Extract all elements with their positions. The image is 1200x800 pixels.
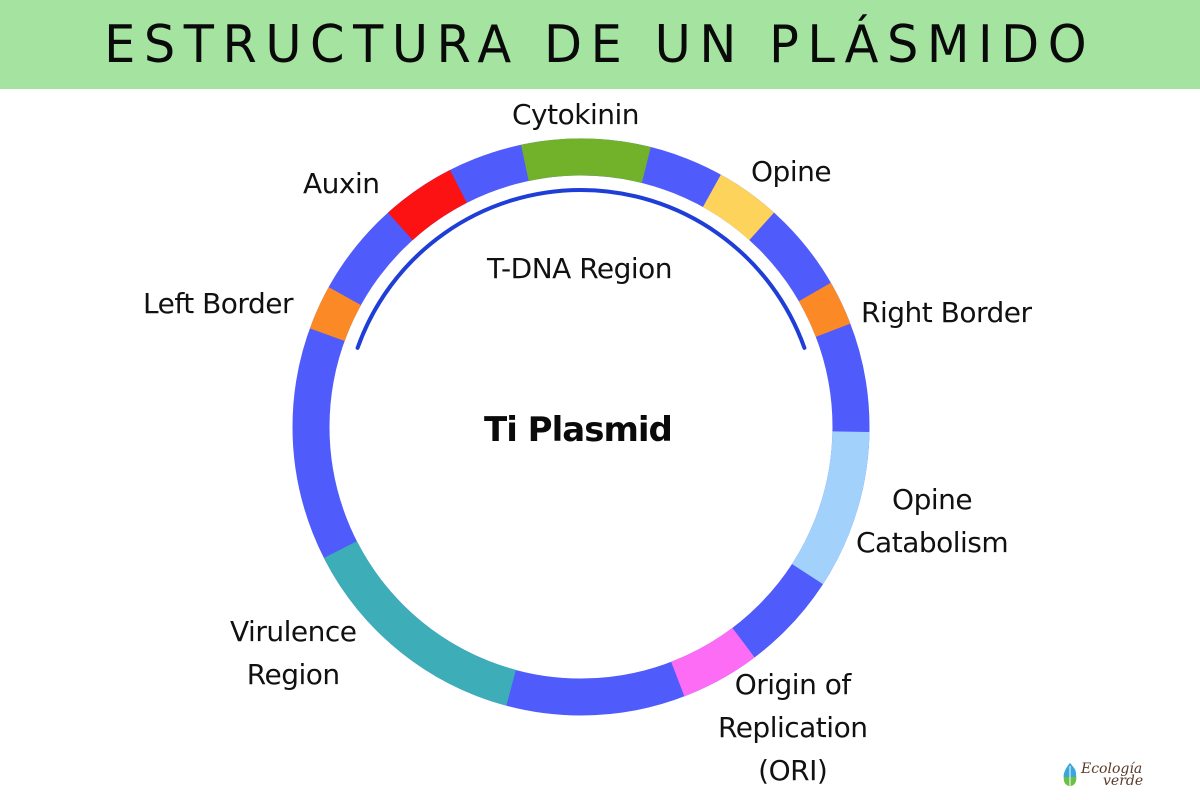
label-ori-line3: (ORI) [758, 754, 828, 787]
label-opine-catabolism-line2: Catabolism [856, 526, 1009, 559]
segment-opine [702, 174, 775, 241]
label-right-border: Right Border [861, 296, 1032, 329]
segment-virulence-region [323, 540, 517, 706]
label-virulence-line2: Region [246, 658, 340, 691]
label-origin-of-replication: Origin of Replication (ORI) [718, 663, 868, 792]
label-opine: Opine [751, 155, 832, 188]
logo-line1: Ecología [1081, 761, 1143, 777]
page-title: ESTRUCTURA DE UN PLÁSMIDO [104, 14, 1096, 75]
label-ori-line1: Origin of [734, 668, 852, 701]
label-ori-line2: Replication [718, 711, 868, 744]
label-opine-catabolism: Opine Catabolism [856, 478, 1009, 564]
ecologia-verde-logo: Ecología verde [1062, 762, 1143, 788]
segment-auxin [387, 169, 468, 241]
leaf-icon [1063, 763, 1077, 788]
label-auxin: Auxin [303, 167, 380, 200]
label-virulence-region: Virulence Region [230, 610, 357, 696]
label-opine-catabolism-line1: Opine [892, 483, 973, 516]
label-tdna-region: T-DNA Region [487, 252, 673, 285]
segment-origin-of-replication [670, 627, 755, 697]
segment-cytokinin [521, 138, 651, 184]
label-left-border: Left Border [143, 287, 293, 320]
label-virulence-line1: Virulence [230, 615, 357, 648]
center-label: Ti Plasmid [484, 410, 673, 450]
title-banner: ESTRUCTURA DE UN PLÁSMIDO [0, 0, 1200, 89]
segment-right-border [798, 282, 851, 338]
logo-line2: verde [1103, 773, 1144, 789]
label-cytokinin: Cytokinin [512, 98, 640, 131]
tdna-region-arc [355, 188, 807, 350]
segment-opine-catabolism [791, 431, 870, 585]
segment-left-border [309, 287, 362, 342]
